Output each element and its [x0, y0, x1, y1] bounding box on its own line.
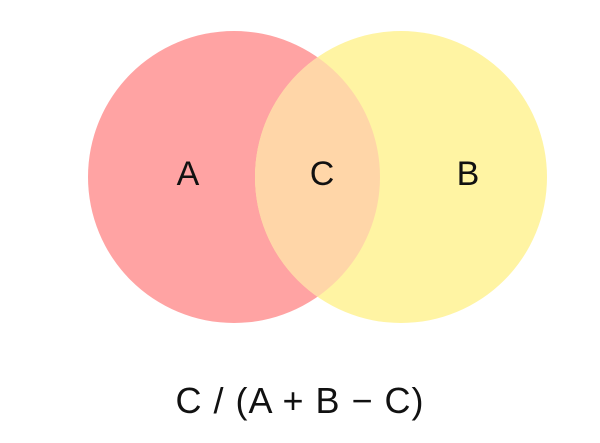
set-b-label: B	[457, 155, 480, 193]
set-a-label: A	[177, 155, 200, 193]
intersection-label: C	[310, 155, 335, 193]
formula-text: C / (A + B − C)	[175, 380, 425, 421]
intersection-region	[255, 31, 380, 323]
